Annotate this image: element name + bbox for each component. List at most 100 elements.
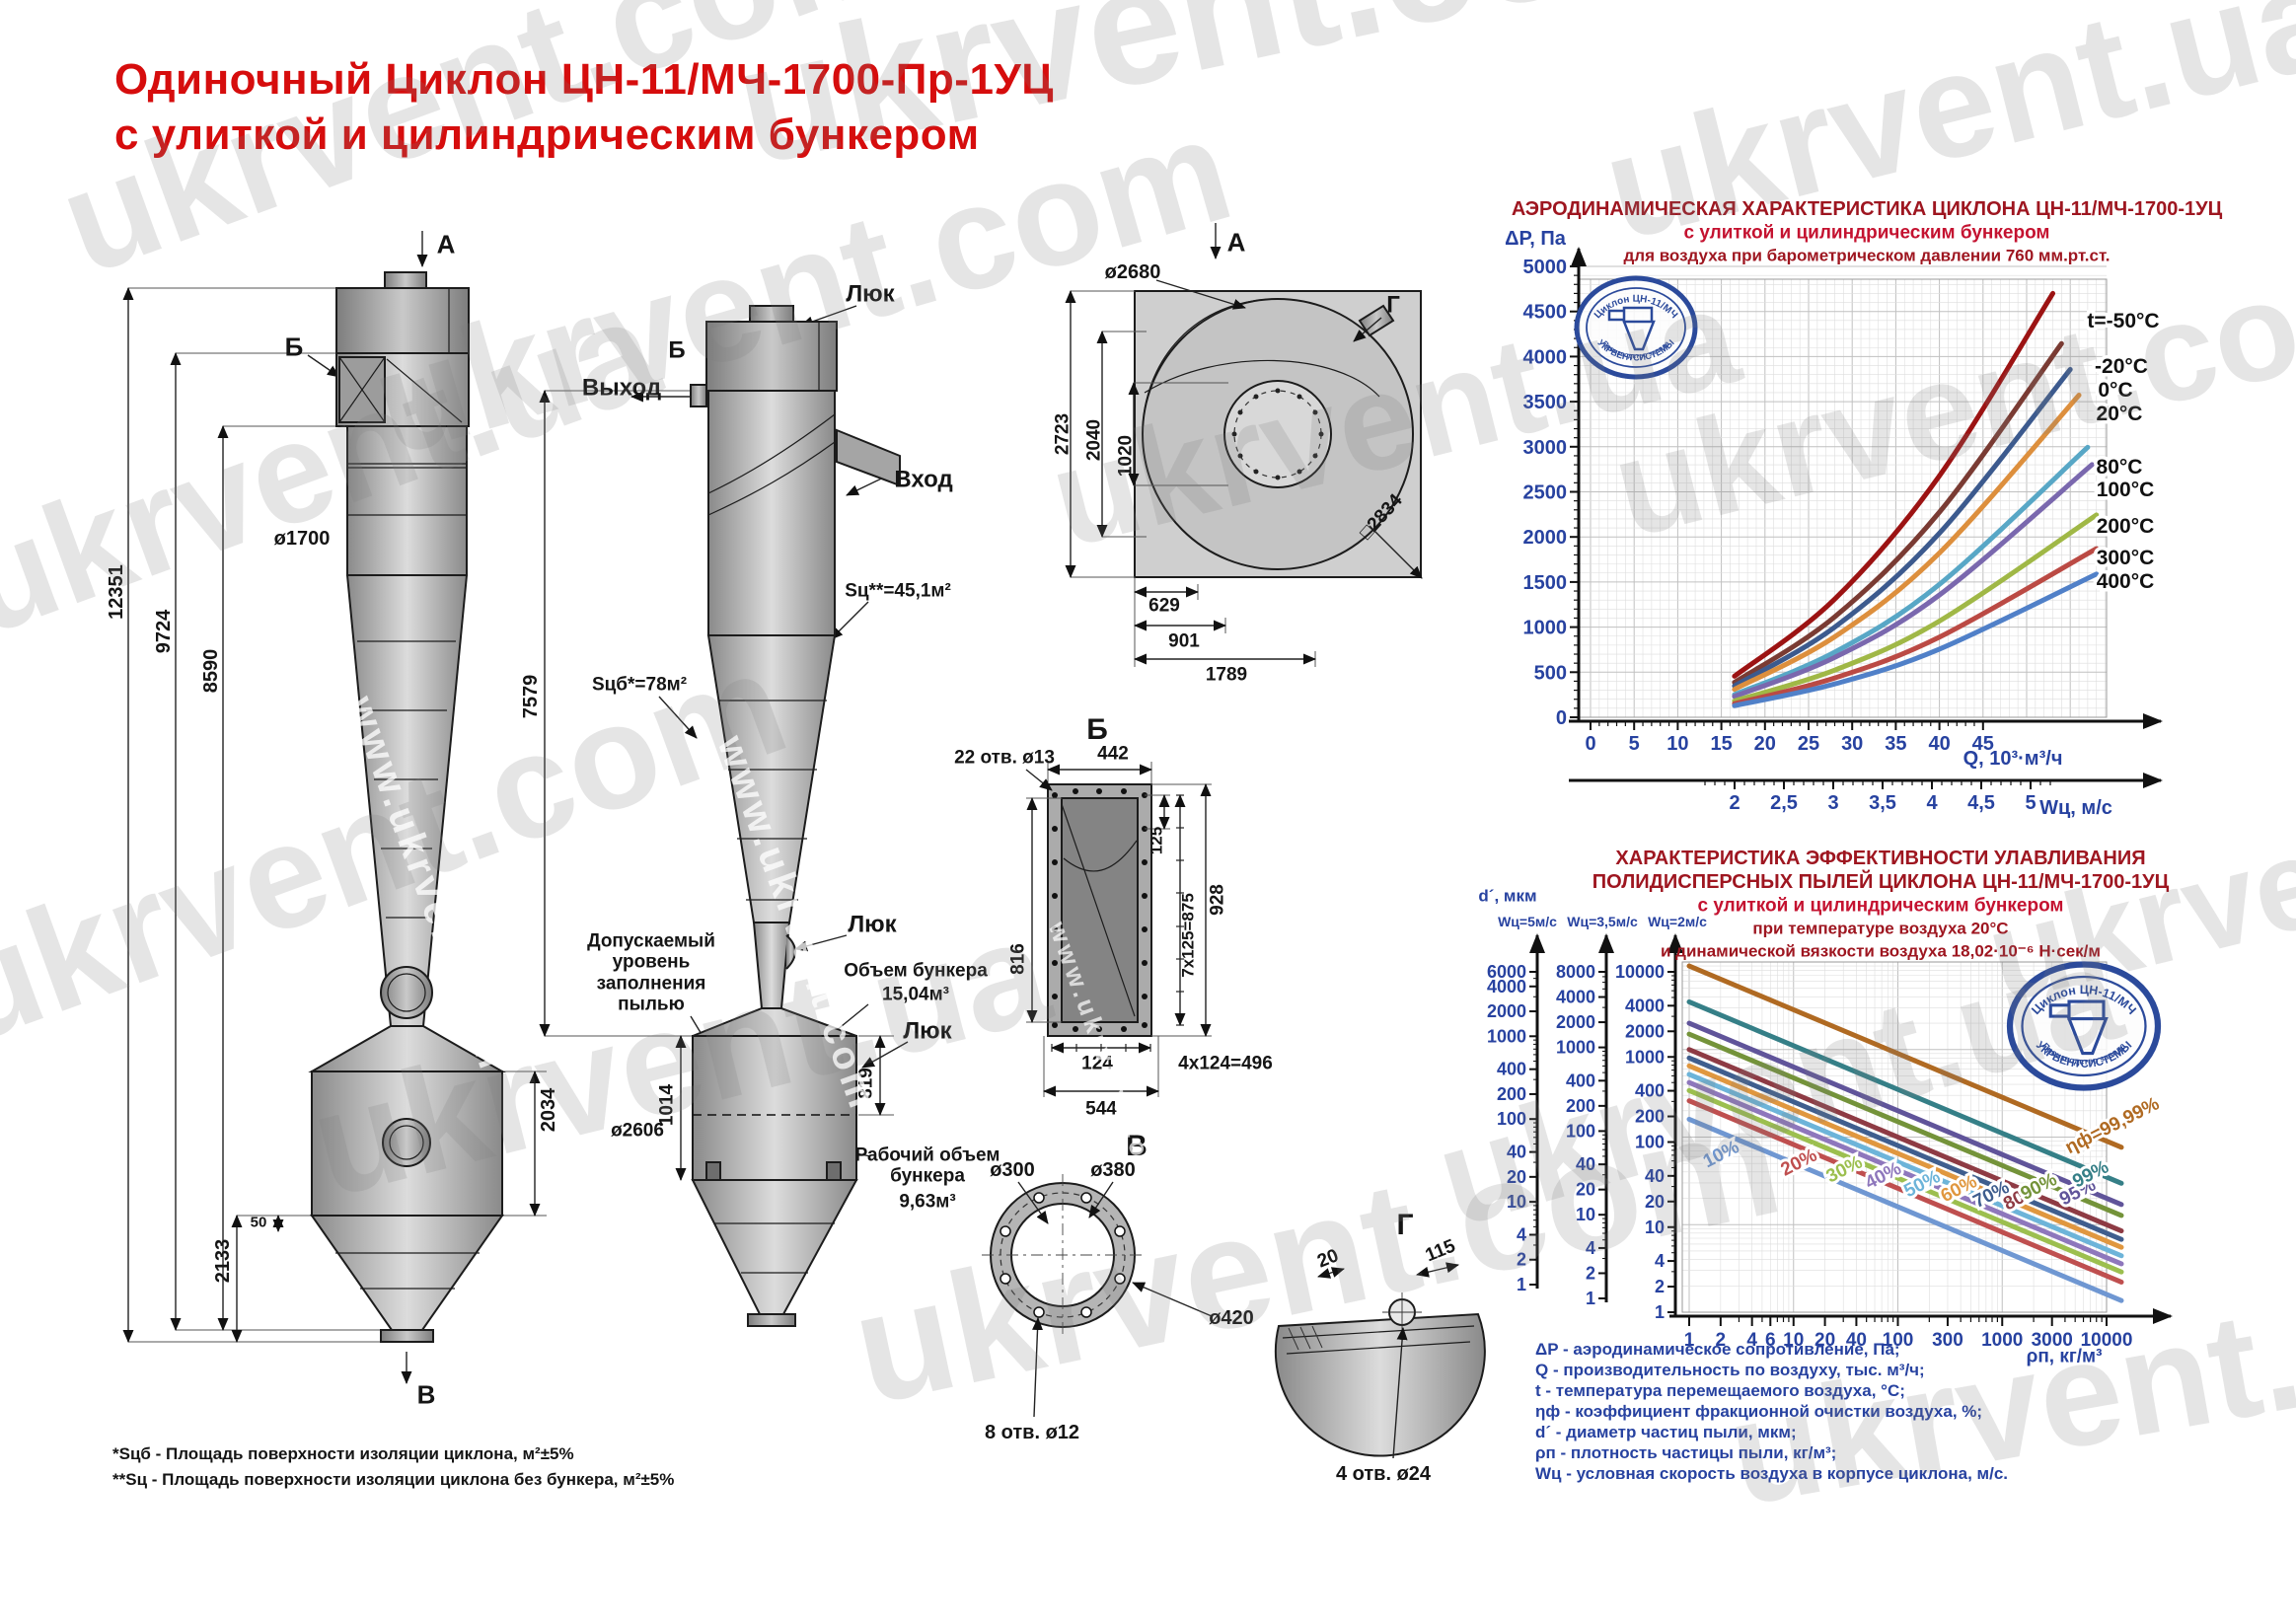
side-bunker-cone	[691, 1179, 858, 1315]
svg-text:40: 40	[1928, 733, 1950, 755]
curve--20°C	[1732, 340, 2064, 686]
curve-label: -20°C	[2095, 355, 2148, 378]
eff-line-label: 10%	[1700, 1137, 1743, 1172]
svg-text:2000: 2000	[1556, 1012, 1595, 1032]
svg-text:400: 400	[1497, 1060, 1526, 1079]
curve-label: t=-50°C	[2087, 310, 2159, 332]
svg-text:1: 1	[1655, 1302, 1665, 1322]
svg-text:25: 25	[1798, 733, 1819, 755]
svg-text:2000: 2000	[1523, 527, 1568, 549]
curve-400°C	[1732, 571, 2100, 708]
cyclone-cone	[345, 574, 469, 1027]
svg-text:6000: 6000	[1487, 962, 1526, 982]
svg-text:1000: 1000	[1523, 618, 1568, 639]
svg-text:2,5: 2,5	[1770, 792, 1798, 814]
svg-text:4: 4	[1655, 1251, 1665, 1271]
svg-text:10: 10	[1507, 1192, 1526, 1212]
svg-text:40: 40	[1576, 1154, 1595, 1174]
svg-text:20: 20	[1815, 1330, 1835, 1351]
svg-text:40: 40	[1507, 1143, 1526, 1162]
curve-label: 200°C	[2097, 515, 2155, 538]
curve-80°C	[1732, 444, 2091, 698]
neck-hatch	[785, 934, 796, 970]
svg-text:100: 100	[1566, 1121, 1595, 1141]
curve-300°C	[1732, 546, 2100, 706]
svg-text:3500: 3500	[1523, 392, 1568, 413]
bunker-cone	[310, 1215, 504, 1331]
svg-text:100: 100	[1497, 1109, 1526, 1129]
curve-label: 300°C	[2097, 547, 2155, 569]
bunker-flare	[308, 1025, 506, 1072]
eff-line-20%	[1686, 1098, 2124, 1285]
top-stub	[384, 271, 427, 289]
outlet-tip	[380, 1329, 434, 1343]
svg-text:2000: 2000	[1487, 1001, 1526, 1021]
aero-series: t=-50°C-20°C0°C20°C80°C100°C200°C300°C40…	[1732, 290, 2163, 708]
svg-text:1: 1	[1684, 1330, 1695, 1351]
svg-text:4000: 4000	[1625, 996, 1665, 1015]
eff-line-80%	[1686, 1047, 2124, 1234]
svg-text:3: 3	[1827, 792, 1838, 814]
svg-text:100: 100	[1883, 1330, 1914, 1351]
curve-label: 400°C	[2097, 570, 2155, 593]
neck	[752, 922, 791, 1009]
flange-holes	[1000, 1192, 1126, 1318]
svg-text:1000: 1000	[1487, 1026, 1526, 1046]
eff-line-95%	[1686, 1020, 2124, 1208]
svg-text:2500: 2500	[1523, 482, 1568, 504]
svg-text:0: 0	[1585, 733, 1595, 755]
curve-0°C	[1732, 366, 2073, 689]
svg-text:20: 20	[1576, 1180, 1595, 1200]
svg-text:10: 10	[1666, 733, 1688, 755]
svg-text:4000: 4000	[1523, 346, 1568, 368]
eff-line-40%	[1686, 1079, 2124, 1267]
eff-line-ηф=99,99%	[1686, 963, 2124, 1150]
curve-label: 100°C	[2097, 479, 2155, 501]
bolt-dots	[1231, 388, 1324, 480]
svg-text:5000: 5000	[1523, 257, 1568, 278]
svg-text:1: 1	[1586, 1289, 1595, 1308]
eff-line-50%	[1686, 1071, 2124, 1259]
svg-text:8000: 8000	[1556, 962, 1595, 982]
svg-text:10: 10	[1576, 1205, 1595, 1224]
efficiency-chart: 6000400020001000400200100402010421800040…	[1487, 933, 2173, 1351]
svg-text:20: 20	[1754, 733, 1776, 755]
svg-text:0: 0	[1556, 707, 1567, 729]
flange-bolts	[1052, 788, 1148, 1032]
svg-text:2: 2	[1517, 1250, 1526, 1270]
svg-text:500: 500	[1534, 662, 1567, 684]
svg-text:400: 400	[1566, 1070, 1595, 1090]
eff-line-99%	[1686, 998, 2124, 1186]
eff-line-30%	[1686, 1087, 2124, 1275]
leader-b	[307, 354, 340, 378]
svg-text:4000: 4000	[1487, 977, 1526, 997]
svg-text:200: 200	[1497, 1084, 1526, 1104]
eff-line-90%	[1686, 1031, 2124, 1218]
svg-text:3,5: 3,5	[1869, 792, 1896, 814]
side-body	[707, 390, 836, 636]
svg-text:4: 4	[1517, 1224, 1526, 1244]
side-cone	[706, 634, 837, 923]
g-segment	[1274, 1312, 1486, 1457]
svg-text:10000: 10000	[2081, 1330, 2133, 1351]
curve-label: 20°C	[2097, 403, 2143, 425]
svg-text:3000: 3000	[2032, 1330, 2073, 1351]
svg-text:200: 200	[1635, 1107, 1665, 1127]
svg-text:200: 200	[1566, 1096, 1595, 1116]
eff-axes: 6000400020001000400200100402010421800040…	[1487, 933, 2173, 1351]
svg-text:10: 10	[1783, 1330, 1804, 1351]
svg-text:40: 40	[1846, 1330, 1867, 1351]
svg-text:4: 4	[1926, 792, 1938, 814]
section-b	[1025, 762, 1212, 1097]
inlet-chute	[836, 428, 901, 487]
svg-text:4,5: 4,5	[1967, 792, 1995, 814]
svg-text:100: 100	[1635, 1133, 1665, 1152]
section-g	[1274, 1262, 1486, 1459]
svg-text:10: 10	[1645, 1218, 1665, 1237]
svg-text:1000: 1000	[1625, 1047, 1665, 1067]
svg-text:10000: 10000	[1615, 962, 1665, 982]
cyclone-body	[346, 425, 468, 576]
eff-line-label: ηф=99,99%	[2062, 1093, 2163, 1158]
